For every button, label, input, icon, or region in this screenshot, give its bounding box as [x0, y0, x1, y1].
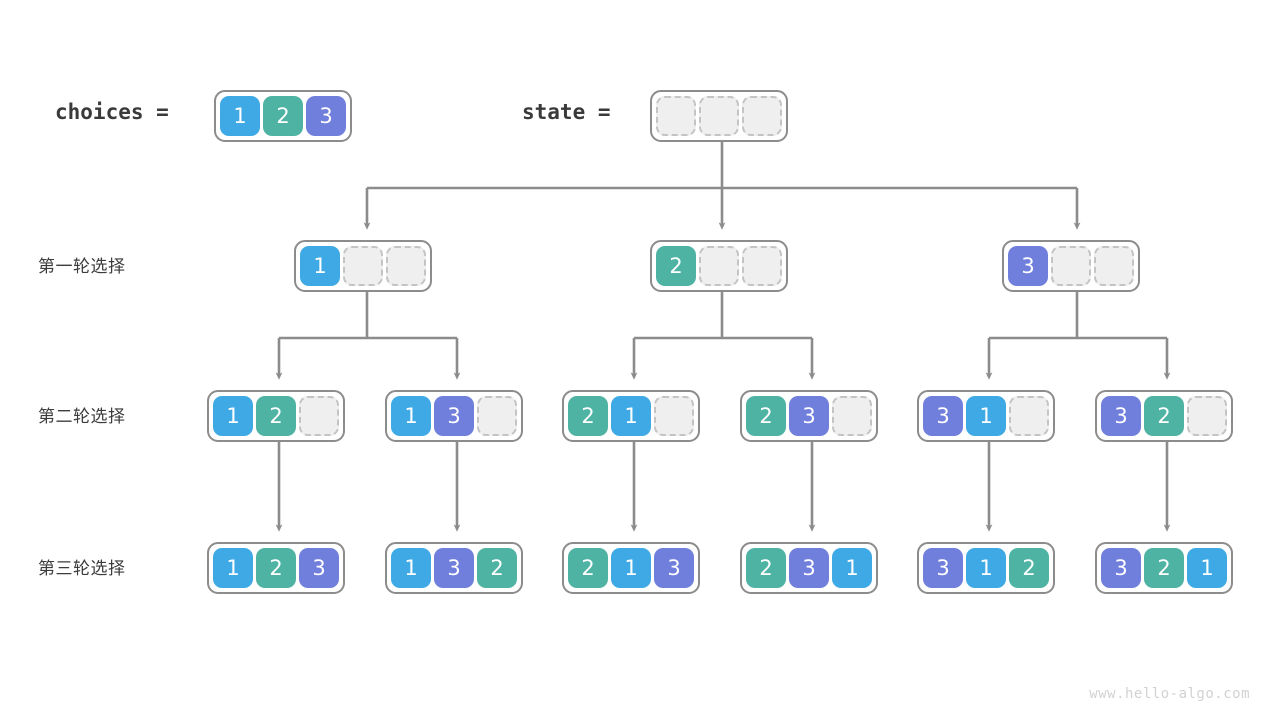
row-label-round-2: 第二轮选择 [38, 407, 126, 426]
node-round3-5: 3 1 2 [917, 542, 1055, 594]
node-cell-empty [1051, 246, 1091, 286]
choices-cell: 2 [263, 96, 303, 136]
node-cell-empty [477, 396, 517, 436]
node-round2-2: 1 3 [385, 390, 523, 442]
node-cell: 1 [1187, 548, 1227, 588]
node-round1-3: 3 [1002, 240, 1140, 292]
row-label-round-3: 第三轮选择 [38, 559, 126, 578]
node-round2-4: 2 3 [740, 390, 878, 442]
node-cell: 3 [654, 548, 694, 588]
node-cell-empty [742, 246, 782, 286]
node-cell-empty [299, 396, 339, 436]
node-cell: 1 [391, 548, 431, 588]
node-cell: 1 [391, 396, 431, 436]
node-cell: 3 [434, 396, 474, 436]
node-cell: 1 [832, 548, 872, 588]
choices-cell: 3 [306, 96, 346, 136]
state-cell-empty [699, 96, 739, 136]
node-cell: 1 [611, 396, 651, 436]
node-round1-1: 1 [294, 240, 432, 292]
node-cell: 3 [923, 396, 963, 436]
node-round2-5: 3 1 [917, 390, 1055, 442]
node-cell: 1 [213, 396, 253, 436]
choices-cell: 1 [220, 96, 260, 136]
node-cell: 1 [966, 548, 1006, 588]
node-cell: 3 [1008, 246, 1048, 286]
node-cell-empty [699, 246, 739, 286]
state-label: state = [522, 100, 611, 124]
node-round3-3: 2 1 3 [562, 542, 700, 594]
state-array [650, 90, 788, 142]
choices-label: choices = [55, 100, 169, 124]
node-cell: 2 [746, 548, 786, 588]
node-cell-empty [654, 396, 694, 436]
node-cell: 1 [611, 548, 651, 588]
node-round1-2: 2 [650, 240, 788, 292]
node-cell: 3 [1101, 396, 1141, 436]
node-cell: 3 [923, 548, 963, 588]
node-cell-empty [386, 246, 426, 286]
node-cell: 2 [1009, 548, 1049, 588]
site-watermark: www.hello-algo.com [1089, 686, 1250, 702]
node-cell: 1 [300, 246, 340, 286]
node-cell: 2 [256, 396, 296, 436]
node-round3-1: 1 2 3 [207, 542, 345, 594]
node-cell-empty [1187, 396, 1227, 436]
state-cell-empty [742, 96, 782, 136]
node-cell: 2 [656, 246, 696, 286]
node-cell: 2 [746, 396, 786, 436]
node-cell: 2 [1144, 396, 1184, 436]
node-round2-3: 2 1 [562, 390, 700, 442]
node-cell: 2 [1144, 548, 1184, 588]
node-cell: 1 [213, 548, 253, 588]
node-round3-6: 3 2 1 [1095, 542, 1233, 594]
node-cell: 3 [1101, 548, 1141, 588]
node-cell: 2 [568, 548, 608, 588]
node-round3-4: 2 3 1 [740, 542, 878, 594]
row-label-round-1: 第一轮选择 [38, 257, 126, 276]
node-cell-empty [1094, 246, 1134, 286]
node-cell: 3 [789, 548, 829, 588]
node-cell: 2 [477, 548, 517, 588]
state-cell-empty [656, 96, 696, 136]
node-cell: 3 [434, 548, 474, 588]
node-round2-6: 3 2 [1095, 390, 1233, 442]
node-round3-2: 1 3 2 [385, 542, 523, 594]
node-cell: 3 [299, 548, 339, 588]
node-cell-empty [343, 246, 383, 286]
node-cell: 2 [568, 396, 608, 436]
node-cell-empty [832, 396, 872, 436]
node-round2-1: 1 2 [207, 390, 345, 442]
node-cell-empty [1009, 396, 1049, 436]
choices-array: 1 2 3 [214, 90, 352, 142]
node-cell: 3 [789, 396, 829, 436]
node-cell: 1 [966, 396, 1006, 436]
node-cell: 2 [256, 548, 296, 588]
